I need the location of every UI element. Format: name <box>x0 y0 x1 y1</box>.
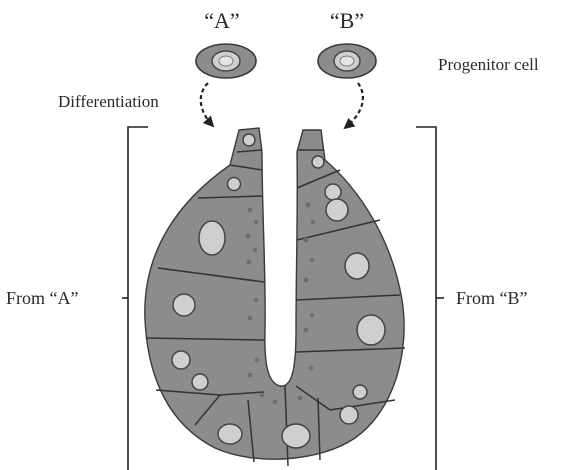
from-b-label: From “B” <box>456 288 528 308</box>
differentiation-label: Differentiation <box>58 92 159 111</box>
differentiation-arrow-a <box>201 83 212 125</box>
progenitor-b-label: “B” <box>330 8 364 33</box>
progenitor-cell-label: Progenitor cell <box>438 55 539 74</box>
differentiation-arrow-b <box>346 83 363 127</box>
from-a-label: From “A” <box>6 288 78 308</box>
right-bracket <box>416 127 436 470</box>
progenitor-cell-a <box>196 44 256 78</box>
progenitor-a-label: “A” <box>204 8 239 33</box>
progenitor-cell-b <box>318 44 376 78</box>
epithelial-acinus <box>145 128 405 466</box>
